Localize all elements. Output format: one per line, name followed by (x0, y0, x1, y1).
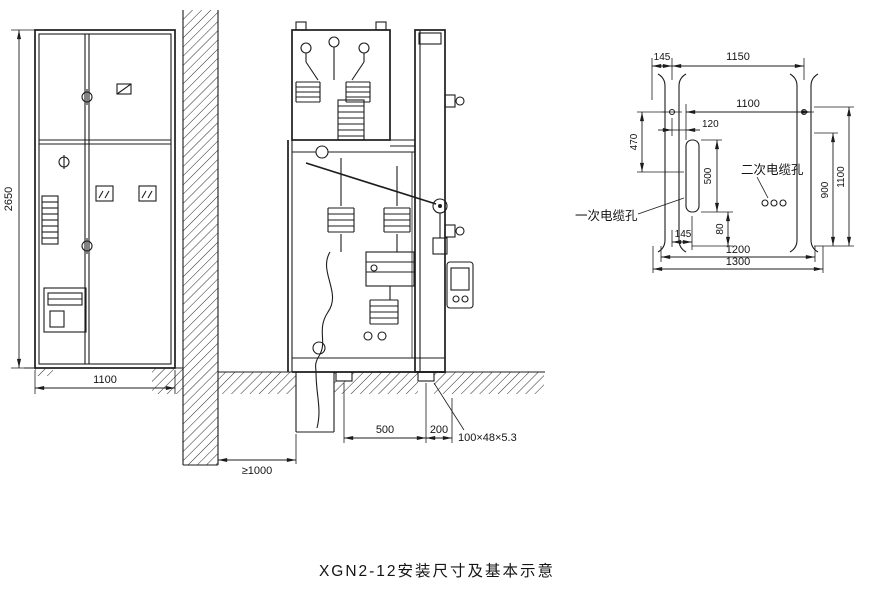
dim-label-80: 80 (715, 223, 726, 235)
dim-label-500-floor: 500 (376, 424, 394, 436)
drawing-caption: XGN2-12安装尺寸及基本示意 (319, 561, 555, 580)
meter-right (138, 185, 157, 202)
mounting-rail-left (657, 73, 687, 253)
ground-floor (218, 371, 545, 433)
nameplate (116, 83, 132, 95)
side-section-view (287, 21, 474, 429)
rear-exterior-fittings (444, 94, 474, 309)
lower-instrument-box (43, 287, 87, 333)
louver-vent (41, 195, 59, 245)
dim-label-1300: 1300 (726, 256, 750, 268)
primary-cable-hole-slot (685, 139, 700, 213)
section-dimensions: 500 200 100×48×5.3 ≥1000 (218, 382, 517, 477)
power-cable (312, 251, 334, 429)
channel-steel-front (335, 371, 353, 382)
operating-rod (305, 162, 448, 255)
door-lock-bottom-icon (81, 238, 93, 254)
coil-right (345, 81, 371, 103)
dim-label-120: 120 (702, 119, 719, 130)
channel-steel-rear (417, 371, 435, 382)
cable-trench (295, 372, 335, 433)
dim-label-200: 200 (430, 424, 448, 436)
dim-label-470: 470 (629, 133, 640, 150)
meter-left (95, 185, 114, 202)
channel-spec-label: 100×48×5.3 (458, 432, 517, 444)
wall-hatched (182, 10, 219, 466)
primary-cable-hole-label: 一次电缆孔 (575, 209, 638, 223)
dim-label-1200: 1200 (726, 244, 750, 256)
main-compartment (287, 94, 474, 429)
dim-label-2650: 2650 (3, 187, 15, 211)
current-transformer-right (383, 166, 411, 252)
dim-label-width-1100: 1100 (93, 374, 117, 386)
busbar-compartment (291, 21, 391, 141)
dim-label-145-bottom: 145 (675, 229, 692, 240)
dim-label-1100-depth: 1100 (836, 166, 847, 188)
breaker-pole (337, 99, 365, 141)
current-transformer-left (327, 158, 355, 252)
front-view-cabinet (34, 29, 176, 369)
rear-cable-compartment (414, 29, 446, 373)
dim-label-900: 900 (820, 181, 831, 198)
coil-left (295, 81, 321, 103)
secondary-cable-hole-label: 二次电缆孔 (741, 163, 804, 177)
door-lock-top-icon (81, 89, 93, 105)
dim-label-1150: 1150 (726, 51, 750, 63)
dim-label-145-top: 145 (654, 52, 671, 63)
door-knob-icon (58, 155, 70, 169)
dim-label-aisle-1000: ≥1000 (242, 465, 273, 477)
secondary-cable-holes (761, 199, 787, 207)
dim-label-500-slot: 500 (703, 167, 714, 184)
ground-left (24, 367, 183, 394)
mechanism-box (363, 251, 415, 341)
plan-view: 145 1150 1100 120 470 500 80 145 900 110… (575, 51, 854, 273)
dim-label-1100-plan: 1100 (736, 98, 760, 110)
